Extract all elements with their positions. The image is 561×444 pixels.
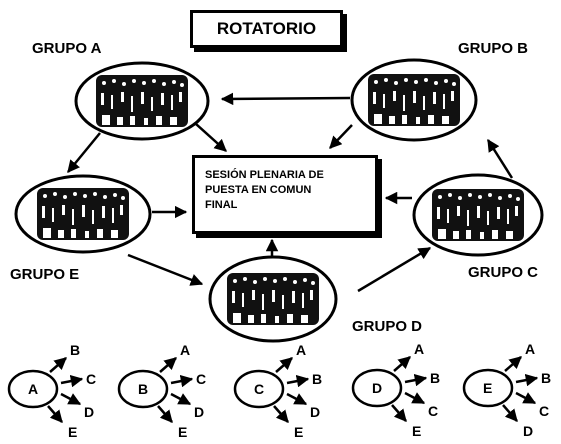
scheme-target-label: E [412, 423, 422, 439]
scheme-node-label: C [254, 381, 265, 397]
scheme-target-label: A [525, 341, 536, 357]
group-e-node [14, 174, 152, 254]
arrow-b-to-a [220, 92, 351, 106]
arrow-a-to-plenary [195, 123, 227, 152]
group-d-node [208, 255, 338, 343]
scheme-target-label: C [196, 371, 207, 387]
scheme-circles [7, 368, 514, 409]
scheme-node-label: B [138, 381, 149, 397]
arrow-b-to-plenary [329, 124, 353, 149]
scheme-target-label: A [414, 341, 425, 357]
scheme-node-label: D [372, 380, 383, 396]
scheme-target-label: B [70, 342, 81, 358]
scheme-circle-b [117, 369, 169, 409]
scheme-circle-a [7, 369, 59, 409]
group-c-label: GRUPO C [468, 264, 539, 281]
plenary-session-box: SESIÓN PLENARIA DE PUESTA EN COMUN FINAL [192, 155, 378, 234]
title-box: ROTATORIO [190, 10, 343, 48]
arrow-c-to-b [486, 138, 514, 179]
scheme-target-label: E [294, 424, 304, 440]
group-a-node [74, 61, 210, 141]
group-e-label: GRUPO E [10, 266, 80, 283]
plenary-line-2: PUESTA EN COMUN [205, 184, 312, 196]
scheme-target-label: D [194, 404, 205, 420]
scheme-target-label: E [68, 424, 78, 440]
plenary-arrows [152, 123, 412, 256]
group-d-label: GRUPO D [352, 318, 423, 335]
scheme-arrows [47, 356, 539, 423]
scheme-target-label: A [180, 342, 191, 358]
scheme-target-label: C [428, 403, 439, 419]
scheme-target-label: B [430, 370, 441, 386]
scheme-circle-e [462, 368, 514, 408]
scheme-target-label: C [539, 403, 550, 419]
group-b-node [350, 58, 478, 142]
rotation-arrows [67, 92, 514, 293]
scheme-target-label: C [86, 371, 97, 387]
group-b-label: GRUPO B [458, 40, 529, 57]
arrow-d-to-c [357, 246, 432, 293]
scheme-target-label: E [178, 424, 188, 440]
scheme-target-label: A [296, 342, 307, 358]
scheme-target-label: B [312, 371, 323, 387]
scheme-target-label: D [84, 404, 95, 420]
arrow-e-to-d [127, 253, 204, 286]
group-c-node [412, 173, 544, 257]
scheme-node-label: E [483, 380, 493, 396]
plenary-line-3: FINAL [205, 199, 238, 211]
group-a-label: GRUPO A [32, 40, 102, 57]
scheme-circle-d [351, 368, 403, 408]
diagram-title: ROTATORIO [216, 19, 317, 38]
scheme-target-label: D [523, 423, 534, 439]
plenary-line-1: SESIÓN PLENARIA DE [205, 169, 324, 181]
scheme-target-label: B [541, 370, 552, 386]
scheme-node-label: A [28, 381, 39, 397]
arrow-a-to-e [67, 132, 101, 173]
scheme-circle-c [233, 369, 285, 409]
scheme-target-label: D [310, 404, 321, 420]
